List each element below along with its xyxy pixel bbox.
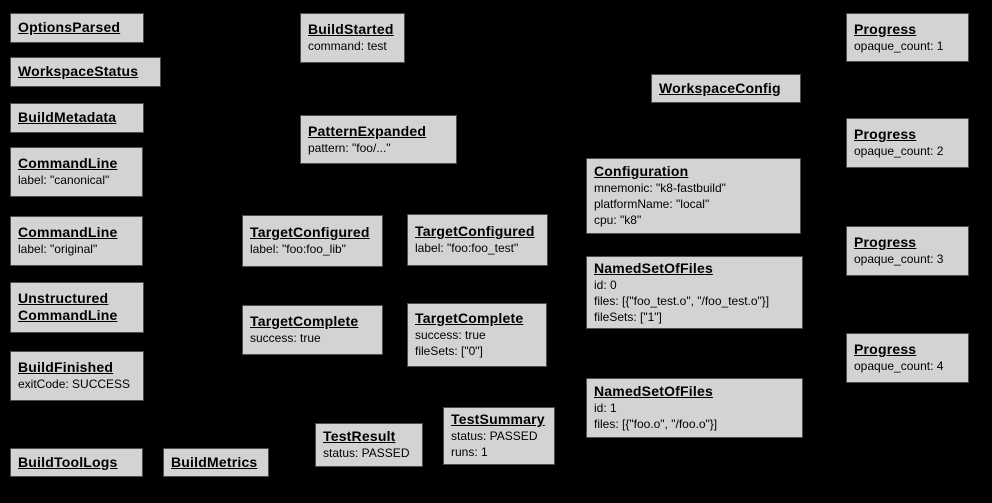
node-field: status: PASSED bbox=[451, 429, 538, 443]
node-field: opaque_count: 2 bbox=[854, 144, 944, 158]
node-field: opaque_count: 4 bbox=[854, 359, 944, 373]
node-title: BuildFinished bbox=[18, 359, 114, 375]
event-node-build-metadata: BuildMetadata bbox=[10, 103, 144, 133]
event-node-target-complete-test: TargetComplete success: true fileSets: ["0… bbox=[407, 303, 547, 367]
event-node-command-line-canonical: CommandLine label: "canonical" bbox=[10, 147, 143, 197]
node-field: label: "original" bbox=[18, 242, 98, 256]
node-field: fileSets: ["0"] bbox=[415, 344, 483, 358]
event-node-build-tool-logs: BuildToolLogs bbox=[10, 448, 143, 477]
node-field: id: 1 bbox=[594, 401, 617, 415]
node-title: BuildToolLogs bbox=[18, 453, 118, 470]
node-title: Progress bbox=[854, 126, 917, 142]
node-title: TestSummary bbox=[451, 411, 545, 427]
node-field: files: [{"foo_test.o", "/foo_test.o"}] bbox=[594, 293, 770, 308]
node-field: success: true bbox=[415, 328, 486, 342]
node-field: opaque_count: 1 bbox=[854, 38, 944, 53]
node-field: fileSets: ["1"] bbox=[594, 309, 662, 324]
node-title: Progress bbox=[854, 20, 917, 37]
node-field: status: PASSED bbox=[323, 446, 410, 460]
event-node-test-summary: TestSummary status: PASSED runs: 1 bbox=[443, 407, 555, 465]
node-field: cpu: "k8" bbox=[594, 213, 642, 227]
node-title: TestResult bbox=[323, 428, 396, 444]
node-field: label: "foo:foo_test" bbox=[415, 241, 519, 255]
node-title: PatternExpanded bbox=[308, 122, 427, 139]
event-node-test-result: TestResult status: PASSED bbox=[315, 423, 423, 467]
node-field: files: [{"foo.o", "/foo.o"}] bbox=[594, 417, 718, 431]
event-node-workspace-status: WorkspaceStatus bbox=[10, 57, 161, 87]
node-title: WorkspaceConfig bbox=[659, 79, 781, 96]
node-field: exitCode: SUCCESS bbox=[18, 377, 131, 391]
node-field: command: test bbox=[308, 39, 387, 53]
event-node-unstructured-command-line: Unstructured CommandLine bbox=[10, 282, 144, 333]
event-node-target-complete-lib: TargetComplete success: true bbox=[242, 305, 383, 355]
event-node-target-configured-foo-lib: TargetConfigured label: "foo:foo_lib" bbox=[242, 215, 383, 267]
node-title: BuildMetadata bbox=[18, 109, 117, 125]
node-field: success: true bbox=[250, 331, 321, 345]
event-node-named-set-of-files-1: NamedSetOfFiles id: 1 files: [{"foo.o", "/… bbox=[586, 378, 803, 438]
event-node-build-metrics: BuildMetrics bbox=[163, 448, 269, 477]
node-title: Configuration bbox=[594, 163, 689, 179]
node-title: BuildMetrics bbox=[171, 453, 258, 470]
event-node-progress-3: Progress opaque_count: 3 bbox=[846, 226, 969, 276]
event-node-build-finished: BuildFinished exitCode: SUCCESS bbox=[10, 351, 144, 401]
node-field: label: "canonical" bbox=[18, 173, 110, 187]
node-field: mnemonic: "k8-fastbuild" bbox=[594, 181, 726, 195]
node-field: opaque_count: 3 bbox=[854, 252, 944, 266]
node-title: CommandLine bbox=[18, 224, 118, 240]
node-title: NamedSetOfFiles bbox=[594, 259, 713, 276]
node-title: CommandLine bbox=[18, 155, 118, 171]
event-node-command-line-original: CommandLine label: "original" bbox=[10, 216, 143, 266]
node-title: NamedSetOfFiles bbox=[594, 383, 713, 399]
event-node-progress-4: Progress opaque_count: 4 bbox=[846, 333, 969, 383]
node-title: Unstructured CommandLine bbox=[18, 290, 118, 323]
event-node-build-started: BuildStarted command: test bbox=[300, 13, 405, 63]
node-field: runs: 1 bbox=[451, 445, 488, 459]
node-title: BuildStarted bbox=[308, 21, 394, 37]
node-title: TargetComplete bbox=[415, 310, 524, 326]
event-node-options-parsed: OptionsParsed bbox=[10, 13, 144, 43]
node-title: Progress bbox=[854, 341, 917, 357]
node-field: label: "foo:foo_lib" bbox=[250, 242, 346, 256]
node-title: WorkspaceStatus bbox=[18, 63, 139, 79]
node-title: TargetComplete bbox=[250, 313, 359, 329]
node-title: TargetConfigured bbox=[250, 224, 370, 240]
node-title: TargetConfigured bbox=[415, 223, 535, 239]
event-node-progress-2: Progress opaque_count: 2 bbox=[846, 118, 969, 168]
node-field: id: 0 bbox=[594, 277, 617, 292]
node-field: platformName: "local" bbox=[594, 197, 710, 211]
event-node-target-configured-foo-test: TargetConfigured label: "foo:foo_test" bbox=[407, 214, 548, 266]
node-field: pattern: "foo/..." bbox=[308, 140, 391, 155]
event-node-configuration: Configuration mnemonic: "k8-fastbuild" pla… bbox=[586, 158, 801, 234]
event-node-workspace-config: WorkspaceConfig bbox=[651, 74, 801, 103]
node-title: OptionsParsed bbox=[18, 19, 121, 35]
node-title: Progress bbox=[854, 234, 917, 250]
